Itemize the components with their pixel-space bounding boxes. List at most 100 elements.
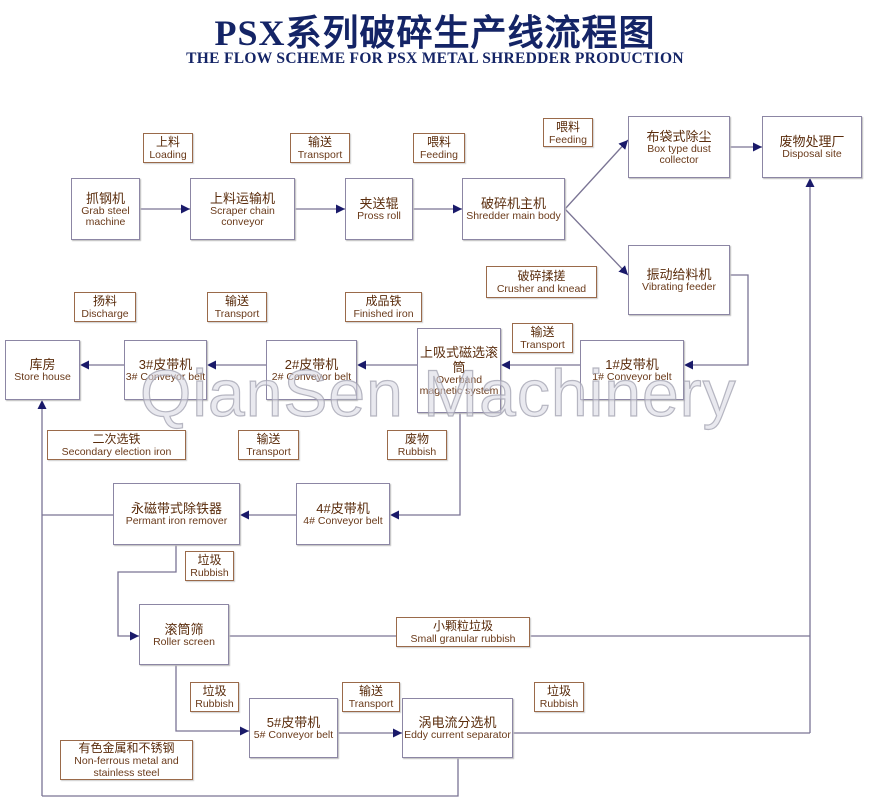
node-label-cn: 抓钢机 — [85, 190, 125, 206]
node-label-en: Permant iron remover — [125, 515, 228, 527]
step-label-en: Discharge — [81, 308, 129, 320]
step-label-en: Small granular rubbish — [410, 633, 516, 645]
step-label-cn: 输送 — [307, 135, 332, 149]
node-label-cn: 3#皮带机 — [138, 357, 193, 372]
node-label-cn: 5#皮带机 — [266, 715, 321, 730]
step-label-cn: 小颗粒垃圾 — [432, 619, 493, 633]
step-label-cn: 废物 — [404, 432, 429, 446]
step-label-cn: 喂料 — [426, 135, 451, 149]
node-label-cn: 滚筒筛 — [164, 621, 204, 637]
arrow-permant-roller — [117, 545, 177, 641]
node-label-en: Disposal site — [782, 148, 842, 160]
node-label-en: Store house — [14, 371, 71, 383]
node-label-en: Box type dust collector — [647, 142, 711, 166]
node-label-en: Eddy current separator — [404, 729, 511, 741]
step-label-cn: 垃圾 — [197, 553, 222, 567]
node-label-cn: 上料运输机 — [209, 190, 275, 206]
node-label-cn: 4#皮带机 — [316, 501, 370, 516]
node-label-en: 5# Conveyor belt — [253, 729, 334, 741]
step-label-cn: 破碎揉搓 — [517, 269, 566, 283]
node-label-en: Grab steel machine — [81, 204, 130, 228]
arrow-shredder-dust — [564, 139, 629, 210]
step-label-cn: 垃圾 — [202, 684, 227, 698]
arrow-shredder-vibrating — [564, 208, 629, 276]
step-label-cn: 垃圾 — [546, 684, 571, 698]
step-label-en: Transport — [246, 446, 291, 458]
step-label-cn: 输送 — [256, 432, 281, 446]
step-label-cn: 喂料 — [555, 119, 580, 134]
title-cn: PSX系列破碎生产线流程图 — [214, 13, 656, 53]
step-label-en: Feeding — [549, 133, 587, 146]
step-label-en: Transport — [214, 308, 260, 320]
line-eddy-store — [42, 758, 459, 797]
node-label-en: Overband magnetic system — [419, 373, 499, 397]
step-label-en: Non-ferrous metal and stainless steel — [74, 755, 179, 779]
step-label-en: Loading — [149, 149, 187, 161]
step-label-en: Crusher and knead — [496, 283, 587, 295]
node-label-cn: 库房 — [29, 357, 56, 372]
node-label-en: 2# Conveyor belt — [271, 371, 352, 383]
node-label-en: 3# Conveyor belt — [125, 371, 206, 383]
node-label-cn: 废物处理厂 — [779, 134, 845, 149]
node-label-cn: 涡电流分选机 — [418, 715, 497, 730]
node-label-cn: 2#皮带机 — [284, 357, 339, 372]
title-en: THE FLOW SCHEME FOR PSX METAL SHREDDER P… — [186, 50, 684, 67]
node-label-en: Shredder main body — [466, 210, 561, 222]
step-label-en: Rubbish — [539, 698, 579, 710]
step-label-en: Secondary election iron — [61, 446, 172, 458]
arrow-roller-belt5 — [175, 665, 249, 736]
step-label-cn: 扬料 — [92, 294, 117, 308]
node-label-cn: 1#皮带机 — [605, 357, 659, 372]
node-label-en: 4# Conveyor belt — [303, 515, 383, 527]
node-label-cn: 上吸式磁选滚筒 — [419, 344, 498, 375]
step-label-cn: 有色金属和不锈钢 — [78, 741, 175, 755]
step-label-cn: 二次选铁 — [92, 432, 141, 446]
node-label-en: Pross roll — [357, 210, 401, 222]
node-label-cn: 破碎机主机 — [480, 196, 546, 211]
node-label-en: Roller screen — [153, 635, 215, 648]
step-label-en: Rubbish — [195, 698, 234, 710]
node-label-cn: 布袋式除尘 — [646, 128, 712, 144]
node-label-cn: 永磁带式除铁器 — [130, 501, 222, 516]
arrow-vibrating-belt1 — [684, 274, 749, 370]
step-label-en: Transport — [520, 339, 565, 351]
step-label-en: Transport — [348, 698, 394, 710]
step-label-en: Rubbish — [190, 567, 229, 579]
step-label-en: Rubbish — [397, 446, 437, 458]
step-label-cn: 输送 — [530, 325, 555, 339]
